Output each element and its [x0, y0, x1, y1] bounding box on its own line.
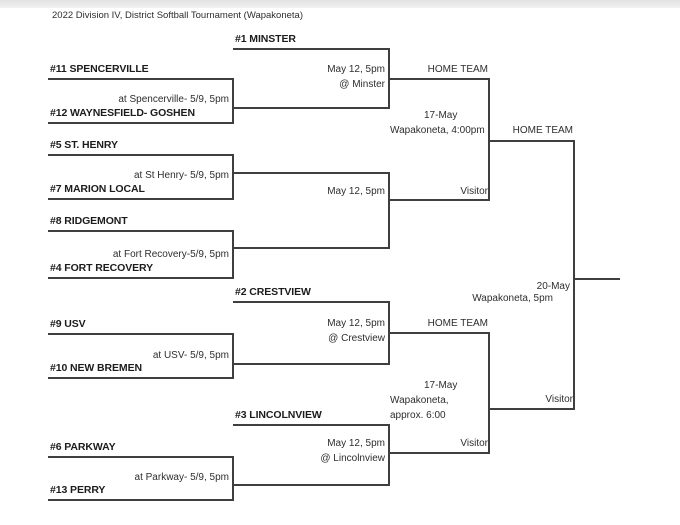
final-date: 20-May [536, 281, 570, 292]
round2-game1-seed-team: #1 MINSTER [235, 33, 296, 45]
round2-game1-location: @ Minster [339, 79, 385, 90]
round2-game4-location: @ Lincolnview [320, 453, 385, 464]
round1-game2-top-team: #5 ST. HENRY [50, 139, 118, 151]
semifinal2-date: 17-May [424, 380, 458, 391]
semifinal1-home-slot: HOME TEAM [427, 64, 488, 75]
line-seed-crestview [233, 301, 388, 303]
final-venue: Wapakoneta, 5pm [472, 293, 553, 304]
line-r1g1-vertical [232, 78, 234, 124]
line-r2g2-winner [388, 199, 488, 201]
round1-game5-top-team: #6 PARKWAY [50, 441, 116, 453]
line-r1g3-bottom [48, 277, 232, 279]
line-r1g1-winner [232, 107, 388, 109]
round1-game3-bottom-team: #4 FORT RECOVERY [50, 262, 154, 274]
line-r1g4-bottom [48, 377, 232, 379]
line-r2g1-winner [388, 78, 488, 80]
round1-game4-bottom-team: #10 NEW BREMEN [50, 362, 142, 374]
line-r1g2-vertical [232, 154, 234, 200]
line-r1g5-bottom [48, 499, 232, 501]
round1-game3-detail: at Fort Recovery-5/9, 5pm [112, 249, 229, 260]
line-sf2-vertical [488, 332, 490, 454]
line-r2g2-vertical [388, 172, 390, 249]
line-r1g2-bottom [48, 198, 232, 200]
line-r1g2-top [48, 154, 232, 156]
line-r1g3-top [48, 230, 232, 232]
line-r1g3-vertical [232, 230, 234, 279]
line-r1g1-top [48, 78, 232, 80]
line-r1g4-vertical [232, 333, 234, 379]
line-seed-lincolnview [233, 424, 388, 426]
line-r1g4-top [48, 333, 232, 335]
page-title: 2022 Division IV, District Softball Tour… [52, 10, 303, 21]
round1-game1-top-team: #11 SPENCERVILLE [50, 63, 149, 75]
line-seed-minster [233, 48, 388, 50]
round1-game5-detail: at Parkway- 5/9, 5pm [134, 472, 229, 483]
semifinal1-date: 17-May [424, 110, 458, 121]
line-sf1-vertical [488, 78, 490, 201]
round1-game2-detail: at St Henry- 5/9, 5pm [133, 170, 229, 181]
line-r2g4-winner [388, 452, 488, 454]
line-sf1-winner [488, 140, 573, 142]
round1-game1-detail: at Spencerville- 5/9, 5pm [118, 94, 229, 105]
line-r1g2-winner [232, 172, 388, 174]
final-visitor-slot: Visitor [545, 394, 573, 405]
semifinal2-venue-line1: Wapakoneta, [390, 395, 449, 406]
line-r1g5-vertical [232, 456, 234, 501]
line-r1g3-winner [232, 247, 388, 249]
line-r1g5-top [48, 456, 232, 458]
semifinal2-venue-line2: approx. 6:00 [390, 410, 446, 421]
round2-game4-datetime: May 12, 5pm [327, 438, 385, 449]
round1-game5-bottom-team: #13 PERRY [50, 484, 106, 496]
final-home-slot: HOME TEAM [512, 125, 573, 136]
line-r1g5-winner [232, 484, 388, 486]
semifinal2-visitor-slot: Visitor [460, 438, 488, 449]
semifinal1-visitor-slot: Visitor [460, 186, 488, 197]
top-gray-bar [0, 0, 680, 8]
round1-game1-bottom-team: #12 WAYNESFIELD- GOSHEN [50, 107, 195, 119]
line-sf2-winner [488, 408, 573, 410]
round2-game3-location: @ Crestview [328, 333, 385, 344]
round2-game4-seed-team: #3 LINCOLNVIEW [235, 409, 322, 421]
round1-game2-bottom-team: #7 MARION LOCAL [50, 183, 145, 195]
line-r1g4-winner [232, 363, 388, 365]
round2-game1-datetime: May 12, 5pm [327, 64, 385, 75]
round2-game3-datetime: May 12, 5pm [327, 318, 385, 329]
line-final-vertical [573, 140, 575, 410]
round1-game4-detail: at USV- 5/9, 5pm [152, 350, 229, 361]
line-r2g4-vertical [388, 424, 390, 486]
semifinal2-home-slot: HOME TEAM [427, 318, 488, 329]
line-r1g1-bottom [48, 122, 232, 124]
round2-game3-seed-team: #2 CRESTVIEW [235, 286, 311, 298]
line-r2g3-winner [388, 332, 488, 334]
round1-game4-top-team: #9 USV [50, 318, 86, 330]
round1-game3-top-team: #8 RIDGEMONT [50, 215, 128, 227]
semifinal1-venue: Wapakoneta, 4:00pm [390, 125, 485, 136]
round2-game2-datetime: May 12, 5pm [327, 186, 385, 197]
line-final-champion [573, 278, 620, 280]
